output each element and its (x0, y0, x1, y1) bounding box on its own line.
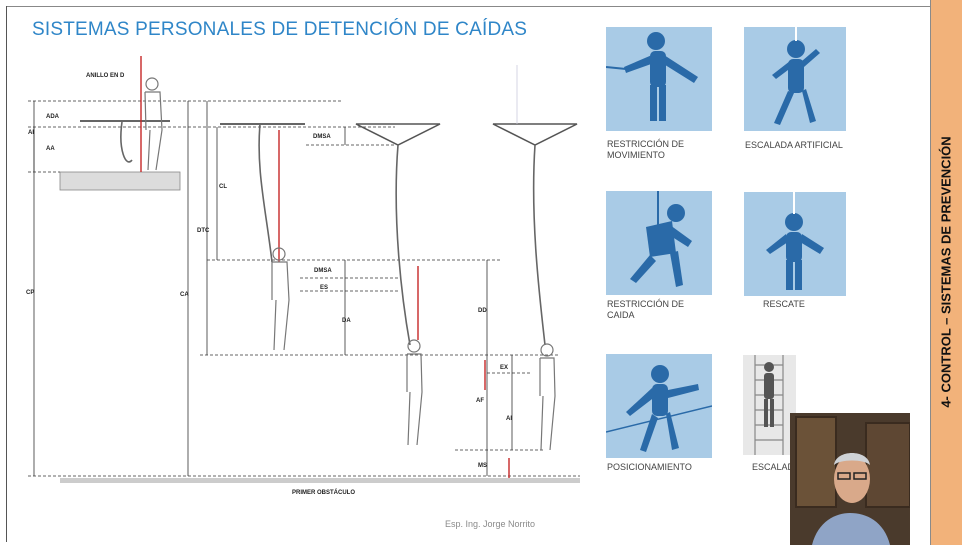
label-ai-top: AI (28, 130, 34, 136)
label-es: ES (320, 285, 328, 291)
label-ex: EX (500, 365, 508, 371)
section-sidebar (930, 0, 962, 545)
label-ai-bottom: AI (506, 416, 512, 422)
icon-label-movement-restriction: RESTRICCIÓN DE MOVIMIENTO (607, 139, 685, 160)
icon-label-ladder-climbing: ESCALAD (752, 462, 795, 472)
positioning-icon (606, 354, 712, 458)
fall-clearance-diagram: ANILLO EN D ADA AI AA CP CA DTC CL DMSA … (26, 56, 580, 496)
anchor-label: ANILLO EN D (86, 73, 125, 79)
label-dmsa-mid: DMSA (314, 268, 332, 274)
label-ca: CA (180, 292, 189, 298)
label-aa: AA (46, 146, 55, 152)
ladder-climbing-icon (743, 355, 796, 455)
label-dtc: DTC (197, 228, 210, 234)
movement-restriction-icon (606, 27, 712, 131)
label-da: DA (342, 318, 351, 324)
ground-label: PRIMER OBSTÁCULO (292, 489, 355, 496)
icon-label-fall-restriction: RESTRICCIÓN DE CAIDA (607, 299, 685, 320)
section-title-vertical: 4- CONTROL – SISTEMAS DE PREVENCIÓN (938, 136, 954, 408)
artificial-climbing-icon (744, 27, 846, 131)
icon-label-artificial-climbing: ESCALADA ARTIFICIAL (745, 140, 843, 150)
icon-label-rescue: RESCATE (763, 299, 805, 309)
icon-label-positioning: POSICIONAMIENTO (607, 462, 692, 472)
label-ada: ADA (46, 114, 60, 120)
rescue-icon (744, 192, 846, 296)
slide-title: SISTEMAS PERSONALES DE DETENCIÓN DE CAÍD… (32, 19, 528, 40)
slide-top-border (6, 6, 930, 7)
label-af: AF (476, 398, 484, 404)
label-cp: CP (26, 290, 34, 296)
label-ms: MS (478, 463, 487, 469)
presenter-credit: Esp. Ing. Jorge Norrito (445, 519, 536, 529)
fall-restriction-icon (606, 191, 712, 295)
label-dd: DD (478, 308, 487, 314)
presenter-webcam-overlay (790, 413, 910, 545)
label-cl: CL (219, 184, 227, 190)
label-dmsa-top: DMSA (313, 134, 331, 140)
slide-left-border (6, 6, 7, 542)
